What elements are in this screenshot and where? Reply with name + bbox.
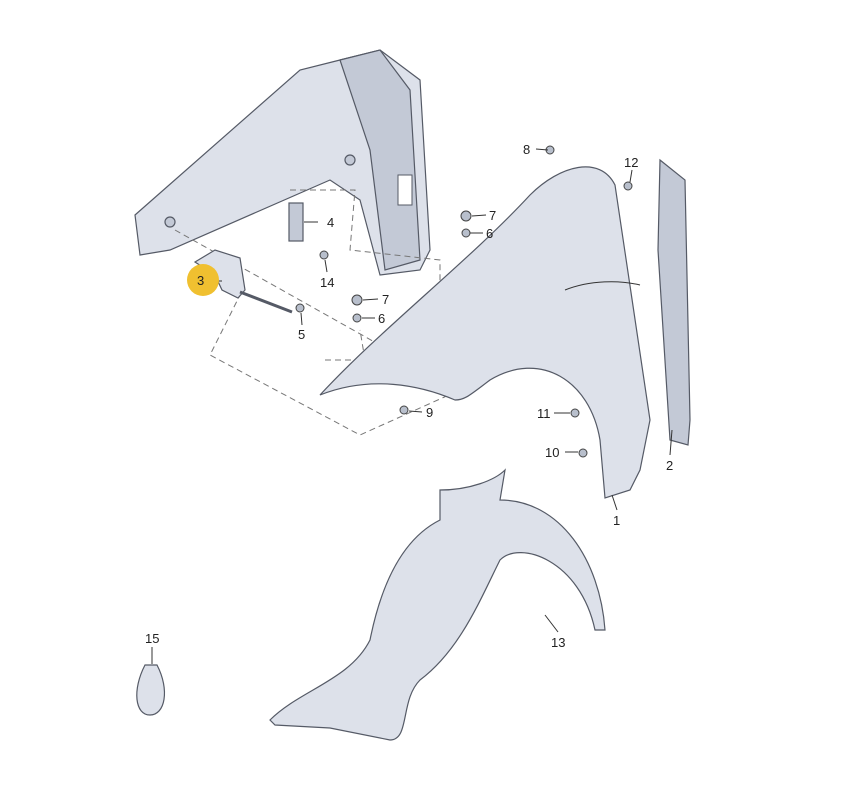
label-14: 14	[320, 275, 334, 290]
label-7: 7	[489, 208, 496, 223]
label-8: 8	[523, 142, 530, 157]
label-15: 15	[145, 631, 159, 646]
fender-seal-strip	[657, 158, 691, 446]
label-5: 5	[298, 327, 305, 342]
label-2: 2	[666, 458, 673, 473]
label-12: 12	[624, 155, 638, 170]
highlight-badge	[187, 264, 219, 296]
label-6b: 6	[378, 311, 385, 326]
bracket-4	[288, 202, 304, 242]
grease-bag	[136, 664, 165, 716]
label-9: 9	[426, 405, 433, 420]
fender-bracket	[193, 249, 293, 314]
label-1: 1	[613, 513, 620, 528]
label-11: 11	[537, 406, 551, 421]
label-3: 3	[197, 273, 204, 288]
label-13: 13	[551, 635, 565, 650]
fender	[319, 166, 651, 499]
label-7b: 7	[382, 292, 389, 307]
label-6: 6	[486, 226, 493, 241]
fasteners	[295, 145, 633, 458]
body-structure	[134, 49, 431, 276]
label-4: 4	[327, 215, 334, 230]
label-10: 10	[545, 445, 559, 460]
wheel-housing-liner	[269, 468, 606, 741]
